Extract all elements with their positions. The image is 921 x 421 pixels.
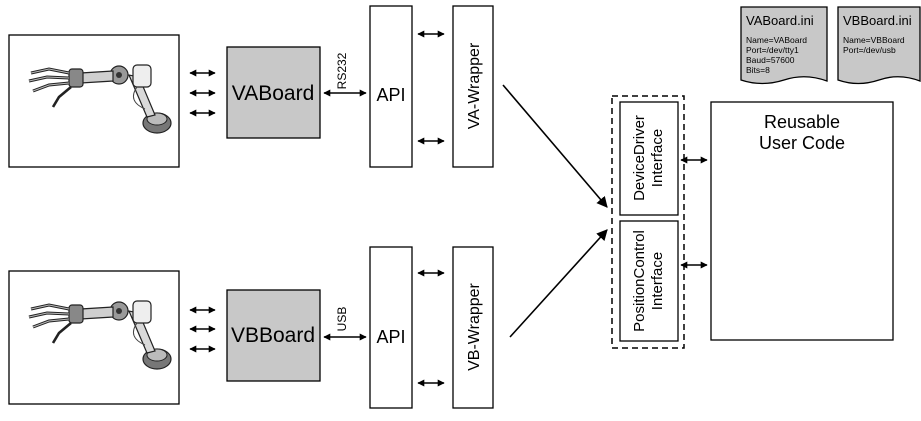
vb-wrapper-to-interface-arrow — [509, 229, 608, 338]
vb-ini-document-icon — [837, 6, 921, 85]
va-board-label: VABoard — [232, 82, 315, 105]
api-block-bottom — [369, 246, 413, 409]
position-control-interface-label-line1: PositionControl — [631, 230, 648, 332]
api-top-label: API — [376, 85, 405, 105]
va-ini-line-3: Baud=57600 — [746, 55, 795, 65]
va-ini-line-1: Name=VABoard — [746, 35, 807, 45]
vb-wrapper-label: VB-Wrapper — [466, 282, 483, 370]
robot-image-frame-top — [8, 34, 180, 168]
reusable-user-code-label-line1: Reusable — [764, 112, 840, 132]
va-ini-title: VABoard.ini — [746, 13, 814, 28]
vb-board-block — [226, 289, 321, 382]
device-driver-interface-label-line1: DeviceDriver — [631, 115, 648, 201]
va-wrapper-label: VA-Wrapper — [466, 42, 483, 129]
robot-image-frame-bottom — [8, 270, 180, 405]
api-bottom-label: API — [376, 327, 405, 347]
va-ini-line-4: Bits=8 — [746, 65, 770, 75]
va-wrapper-to-interface-arrow — [502, 84, 608, 208]
reusable-user-code-block — [710, 101, 894, 341]
reusable-user-code-label-line2: User Code — [759, 133, 845, 153]
vb-ini-line-1: Name=VBBoard — [843, 35, 905, 45]
va-ini-line-2: Port=/dev/tty1 — [746, 45, 799, 55]
vb-wrapper-block — [452, 246, 494, 409]
device-driver-interface-label-line2: Interface — [649, 129, 666, 187]
vb-ini-line-2: Port=/dev/usb — [843, 45, 896, 55]
interface-group-dashed-box — [611, 95, 685, 349]
position-control-interface-label-line2: Interface — [649, 252, 666, 310]
va-board-block — [226, 46, 321, 139]
vb-board-label: VBBoard — [231, 324, 315, 347]
device-driver-interface-block — [619, 101, 679, 216]
rs232-label: RS232 — [335, 52, 349, 89]
position-control-interface-block — [619, 220, 679, 342]
usb-label: USB — [335, 307, 349, 332]
va-ini-document-icon — [740, 6, 828, 85]
va-wrapper-block — [452, 5, 494, 168]
vb-ini-title: VBBoard.ini — [843, 13, 912, 28]
api-block-top — [369, 5, 413, 168]
